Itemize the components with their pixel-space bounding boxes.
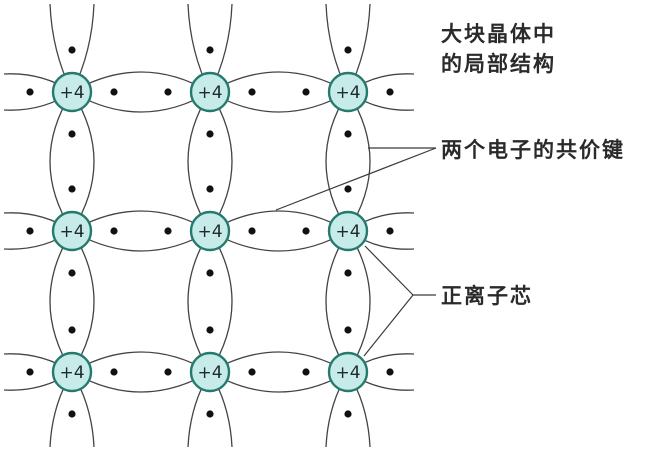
bond-arc [49, 230, 73, 373]
ion-charge-label: +4 [59, 363, 84, 383]
ion-core-circle [51, 351, 93, 393]
ion-core-pointer [364, 245, 414, 296]
electron-dot [26, 227, 34, 235]
electron-dot [344, 269, 352, 277]
electron-dot [206, 130, 214, 138]
ion-core-circle [189, 210, 231, 252]
electron-dot [68, 46, 76, 54]
electron-dot [344, 130, 352, 138]
valence-electrons [26, 46, 394, 418]
bond-arc [71, 230, 211, 252]
covalent-bond-pointer [275, 147, 437, 211]
electron-dot [110, 368, 118, 376]
electron-dot [164, 227, 172, 235]
ion-charge-label: +4 [59, 83, 84, 103]
bond-arc [209, 351, 349, 373]
ion-core-circle [327, 210, 369, 252]
electron-dot [206, 185, 214, 193]
bond-arc [71, 71, 211, 93]
bond-arc [325, 230, 349, 373]
ion-charge-label: +4 [197, 222, 222, 242]
electron-dot [26, 88, 34, 96]
ion-core-circle [51, 210, 93, 252]
bond-arc [71, 351, 211, 373]
ion-charge-label: +4 [335, 363, 360, 383]
bond-arc [71, 210, 211, 232]
bond-arc [71, 230, 95, 373]
covalent-bond-label: 两个电子的共价键 [441, 138, 625, 162]
ion-core-circle [327, 351, 369, 393]
ion-charge-label: +4 [59, 222, 84, 242]
bond-arc [209, 91, 349, 113]
electron-dot [26, 368, 34, 376]
electron-dot [68, 326, 76, 334]
pointer-lines [275, 147, 437, 357]
ion-core-circle [189, 71, 231, 113]
electron-dot [164, 368, 172, 376]
electron-dot [68, 130, 76, 138]
electron-dot [248, 88, 256, 96]
bond-arc [209, 230, 233, 373]
bond-arc [209, 371, 349, 393]
electron-dot [110, 88, 118, 96]
electron-dot [386, 227, 394, 235]
ion-charge-label: +4 [335, 222, 360, 242]
ion-core-label: 正离子芯 [441, 284, 533, 308]
electron-dot [344, 46, 352, 54]
electron-dot [344, 185, 352, 193]
bond-arc [209, 210, 349, 232]
bond-arc [71, 91, 95, 232]
electron-dot [302, 368, 310, 376]
ion-charge-label: +4 [335, 83, 360, 103]
title-line-1: 大块晶体中 [441, 22, 556, 46]
bond-arc [347, 230, 371, 373]
electron-dot [386, 88, 394, 96]
electron-dot [248, 368, 256, 376]
ion-charge-label: +4 [197, 363, 222, 383]
electron-dot [302, 88, 310, 96]
bond-arc [49, 91, 73, 232]
electron-dot [206, 46, 214, 54]
ion-charge-label: +4 [197, 83, 222, 103]
ion-core-circle [189, 351, 231, 393]
electron-dot [206, 326, 214, 334]
bond-arc [325, 91, 349, 232]
title-line-2: 的局部结构 [441, 52, 556, 76]
electron-dot [68, 410, 76, 418]
electron-dot [164, 88, 172, 96]
electron-dot [206, 410, 214, 418]
bond-arc [187, 230, 211, 373]
ion-cores: +4 +4 +4 +4 +4 +4 +4 +4 +4 [51, 71, 369, 393]
bond-arc [187, 91, 211, 232]
electron-dot [386, 368, 394, 376]
electron-dot [302, 227, 310, 235]
electron-dot [68, 269, 76, 277]
ion-core-pointer [363, 294, 414, 357]
bond-arc [71, 91, 211, 113]
electron-dot [110, 227, 118, 235]
electron-dot [206, 269, 214, 277]
bond-arc [347, 91, 371, 232]
bond-arc [71, 371, 211, 393]
ion-core-circle [51, 71, 93, 113]
electron-dot [344, 326, 352, 334]
electron-dot [68, 185, 76, 193]
bond-arc [209, 71, 349, 93]
electron-dot [248, 227, 256, 235]
ion-core-circle [327, 71, 369, 113]
bond-arc [209, 91, 233, 232]
bond-arc [209, 230, 349, 252]
electron-dot [344, 410, 352, 418]
